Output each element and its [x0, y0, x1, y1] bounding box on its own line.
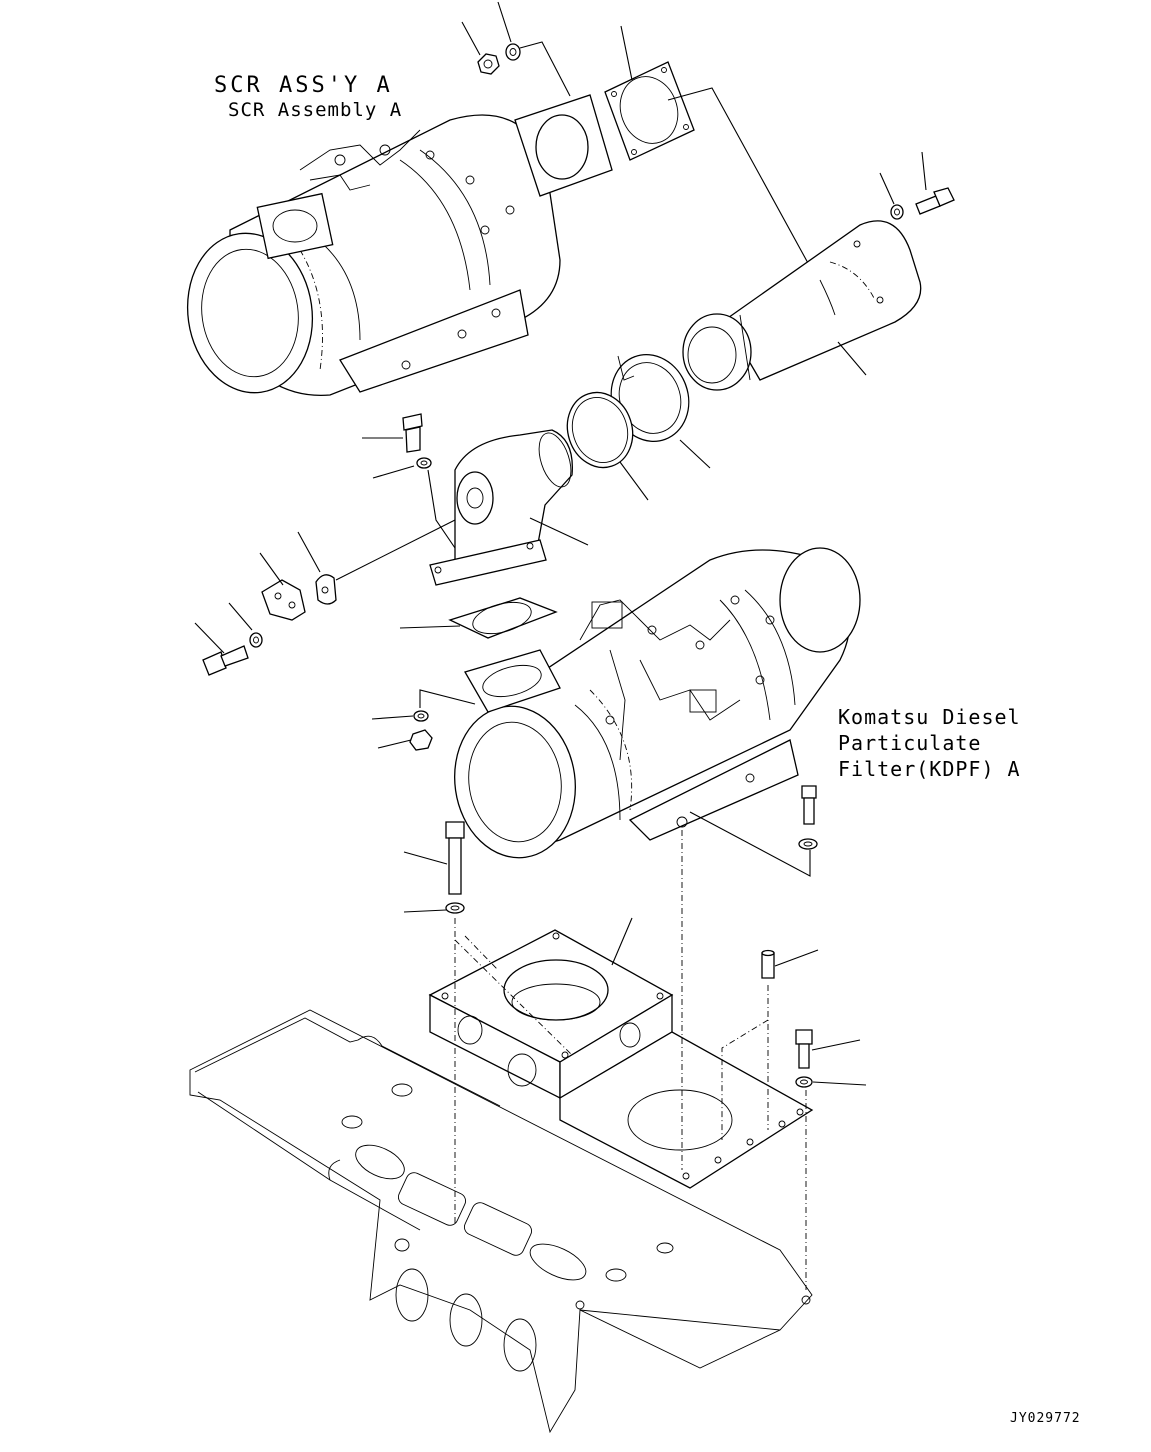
long-bolt — [445, 821, 465, 895]
scr-assembly-subtitle: SCR Assembly A — [228, 99, 402, 121]
top-nut — [477, 53, 500, 75]
washer-bracket-right — [795, 1076, 813, 1088]
nut-mid-left — [409, 729, 433, 751]
bolt-left-lower — [202, 645, 249, 676]
elbow-pipe — [429, 429, 573, 586]
bolt-kdpf-right — [801, 785, 817, 825]
washer-upper-right — [890, 204, 904, 220]
frame-plate — [189, 1009, 813, 1434]
bolt-left-upper — [402, 413, 423, 453]
mount-bracket — [428, 929, 814, 1189]
kdpf-label-line1: Komatsu Diesel — [838, 705, 1021, 729]
kdpf-label-line2: Particulate — [838, 731, 981, 755]
bolt-upper-right — [915, 187, 955, 215]
washer-left-upper — [416, 457, 432, 469]
sensor-plate — [315, 574, 337, 605]
kdpf-assembly — [453, 547, 861, 859]
washer-mid-left — [413, 710, 429, 722]
dowel-pin — [761, 949, 775, 979]
top-washer — [505, 43, 521, 61]
long-bolt-washer — [445, 902, 465, 914]
gasket-ring — [566, 391, 634, 469]
scr-assembly — [186, 94, 613, 397]
bolt-bracket-right — [795, 1029, 813, 1069]
tail-pipe — [682, 220, 922, 391]
drawing-number: JY029772 — [1010, 1411, 1081, 1426]
gasket-upper — [604, 61, 695, 161]
sensor-bracket — [261, 579, 306, 621]
washer-left-lower — [249, 632, 263, 648]
washer-kdpf-right — [798, 838, 818, 850]
kdpf-label-line3: Filter(KDPF) A — [838, 757, 1021, 781]
scr-assembly-title: SCR ASS'Y A — [214, 73, 393, 98]
gasket-lower — [448, 597, 558, 639]
